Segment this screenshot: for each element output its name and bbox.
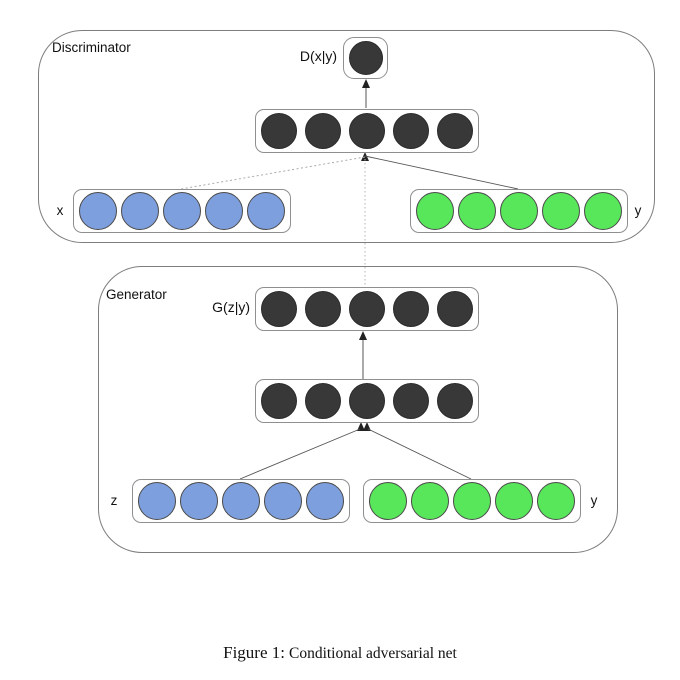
neuron-node <box>393 113 429 149</box>
generator-label: Generator <box>106 287 167 302</box>
g-hidden-layer <box>255 379 479 423</box>
neuron-node <box>205 192 243 230</box>
neuron-node <box>411 482 449 520</box>
neuron-node <box>305 383 341 419</box>
g-input-y-layer <box>363 479 581 523</box>
caption-prefix: Figure 1: <box>223 643 285 662</box>
g-output-label: G(z|y) <box>212 299 250 315</box>
neuron-node <box>349 383 385 419</box>
d-output-label: D(x|y) <box>299 48 337 64</box>
neuron-node <box>437 113 473 149</box>
neuron-node <box>348 41 383 75</box>
neuron-node <box>138 482 176 520</box>
neuron-node <box>261 113 297 149</box>
neuron-node <box>453 482 491 520</box>
d-input-y-label: y <box>634 203 642 218</box>
discriminator-label: Discriminator <box>52 40 131 55</box>
g-input-z-layer <box>132 479 350 523</box>
neuron-node <box>121 192 159 230</box>
neuron-node <box>393 383 429 419</box>
neuron-node <box>163 192 201 230</box>
neuron-node <box>261 291 297 327</box>
d-output-layer <box>343 37 388 79</box>
neuron-node <box>306 482 344 520</box>
neuron-node <box>305 291 341 327</box>
neuron-node <box>416 192 454 230</box>
neuron-node <box>542 192 580 230</box>
d-input-y-layer <box>410 189 628 233</box>
neuron-node <box>180 482 218 520</box>
neuron-node <box>537 482 575 520</box>
neuron-node <box>495 482 533 520</box>
figure-caption: Figure 1: Conditional adversarial net <box>0 643 680 663</box>
d-hidden-layer <box>255 109 479 153</box>
generator-box <box>98 266 618 553</box>
neuron-node <box>349 113 385 149</box>
d-input-x-label: x <box>56 203 64 218</box>
discriminator-box <box>38 30 655 243</box>
neuron-node <box>264 482 302 520</box>
caption-text: Conditional adversarial net <box>288 645 457 662</box>
neuron-node <box>369 482 407 520</box>
neuron-node <box>437 291 473 327</box>
g-input-y-label: y <box>590 493 598 508</box>
neuron-node <box>79 192 117 230</box>
g-output-layer <box>255 287 479 331</box>
neuron-node <box>261 383 297 419</box>
neuron-node <box>458 192 496 230</box>
neuron-node <box>349 291 385 327</box>
d-input-x-layer <box>73 189 291 233</box>
g-input-z-label: z <box>110 493 118 508</box>
neuron-node <box>500 192 538 230</box>
neuron-node <box>305 113 341 149</box>
neuron-node <box>222 482 260 520</box>
neuron-node <box>247 192 285 230</box>
neuron-node <box>437 383 473 419</box>
neuron-node <box>393 291 429 327</box>
neuron-node <box>584 192 622 230</box>
